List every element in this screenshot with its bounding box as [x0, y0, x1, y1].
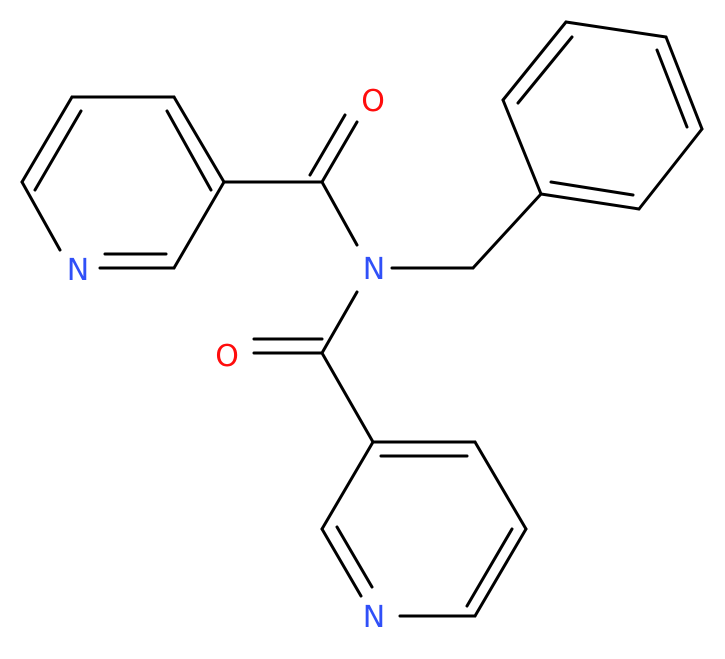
bottom-carbonyl — [252, 290, 375, 444]
bond — [320, 180, 359, 247]
amide-nitrogen-label: N — [363, 252, 385, 287]
bond — [471, 192, 543, 270]
bond-inner — [655, 48, 689, 129]
bond — [564, 20, 668, 39]
bond-inner — [165, 109, 213, 192]
top-pyridine-nitrogen-label: N — [67, 253, 89, 288]
bond — [501, 98, 543, 196]
bond-double — [308, 113, 347, 177]
bond-inner — [465, 527, 514, 608]
bond — [172, 180, 226, 270]
benzene-ring — [501, 20, 704, 211]
bond — [320, 527, 363, 598]
top-pyridine-ring — [20, 95, 226, 270]
bond — [172, 95, 226, 184]
top-carbonyl — [222, 113, 359, 247]
top-oxygen-label: O — [361, 84, 385, 119]
bond-inner — [549, 180, 635, 197]
bond — [501, 20, 568, 102]
bond-inner — [33, 109, 83, 192]
bond — [320, 290, 359, 355]
bond — [664, 35, 704, 131]
bond — [20, 95, 74, 184]
benzyl-link — [390, 192, 543, 270]
bond — [320, 440, 375, 531]
bond — [320, 351, 375, 444]
bond — [20, 180, 62, 252]
bond — [320, 120, 359, 184]
bottom-pyridine-nitrogen-label: N — [363, 600, 385, 635]
bond — [473, 440, 528, 531]
bond — [473, 527, 528, 618]
bond-inner — [335, 525, 374, 589]
bottom-pyridine-ring — [320, 440, 528, 618]
bond-inner — [516, 35, 574, 105]
bond — [637, 127, 704, 211]
bottom-oxygen-label: O — [215, 339, 239, 374]
bond — [539, 192, 641, 211]
